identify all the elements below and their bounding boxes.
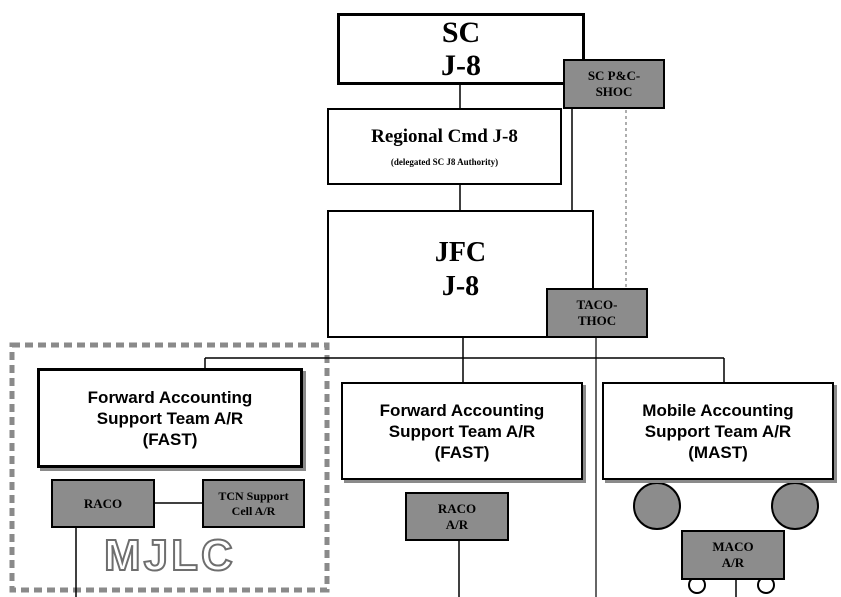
maco-box: MACO A/R (681, 530, 785, 580)
fast-left-line1: Forward Accounting (87, 387, 253, 407)
mjlc-group-border (9, 342, 330, 593)
fast-left-line2: Support Team A/R (96, 408, 244, 428)
jfc-line1: JFC (434, 237, 487, 268)
raco-mid-box: RACO A/R (405, 492, 509, 541)
mast-line2: Support Team A/R (644, 421, 792, 441)
tcn-line1: TCN Support (218, 488, 289, 503)
mjlc-group-label: MJLC (103, 531, 236, 580)
shoc-line2: SHOC (595, 84, 633, 99)
fast-left-box: Forward Accounting Support Team A/R (FAS… (37, 368, 303, 468)
raco-mid-line1: RACO (437, 500, 477, 516)
mast-line3: (MAST) (688, 442, 748, 462)
mast-wheel-right (771, 482, 819, 530)
jfc-line2: J-8 (441, 271, 480, 302)
regional-title: Regional Cmd J-8 (371, 125, 518, 147)
thoc-line1: TACO- (576, 297, 618, 312)
shoc-line1: SC P&C- (587, 68, 641, 83)
fast-left-line3: (FAST) (142, 429, 198, 449)
mast-line1: Mobile Accounting (642, 400, 794, 420)
tcn-line2: Cell A/R (231, 503, 276, 518)
regional-subtitle: (delegated SC J8 Authority) (390, 156, 499, 167)
thoc-line2: THOC (577, 313, 617, 328)
sc-line2: J-8 (441, 49, 481, 82)
regional-cmd-box: Regional Cmd J-8 (delegated SC J8 Author… (327, 108, 562, 185)
fast-mid-line2: Support Team A/R (388, 421, 536, 441)
sc-pc-shoc-box: SC P&C- SHOC (563, 59, 665, 109)
mast-box: Mobile Accounting Support Team A/R (MAST… (602, 382, 834, 480)
maco-line1: MACO (712, 539, 754, 554)
sc-j8-box: SC J-8 (337, 13, 585, 85)
taco-thoc-box: TACO- THOC (546, 288, 648, 338)
mast-wheel-left (633, 482, 681, 530)
fast-mid-line3: (FAST) (434, 442, 490, 462)
raco-left-box: RACO (51, 479, 155, 528)
tcn-support-cell-box: TCN Support Cell A/R (202, 479, 305, 528)
maco-line2: A/R (721, 555, 745, 570)
sc-line1: SC (441, 16, 481, 49)
raco-mid-line2: A/R (445, 516, 469, 532)
raco-left-label: RACO (83, 495, 123, 511)
fast-mid-box: Forward Accounting Support Team A/R (FAS… (341, 382, 583, 480)
fast-mid-line1: Forward Accounting (379, 400, 545, 420)
